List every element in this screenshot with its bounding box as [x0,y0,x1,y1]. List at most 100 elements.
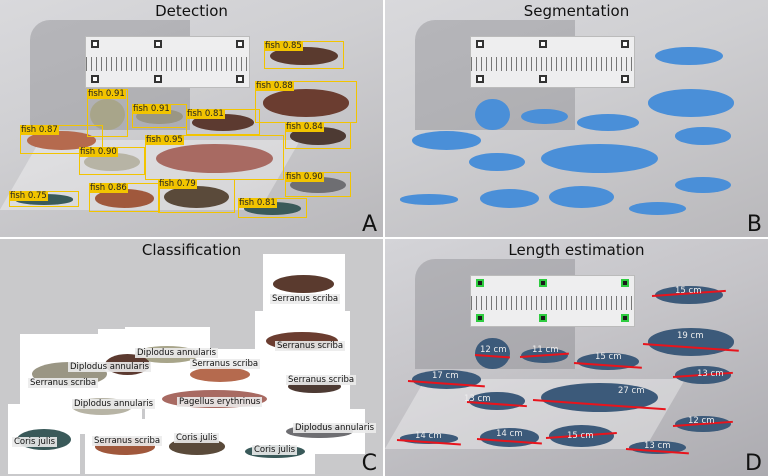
fish [270,46,338,65]
fiducial-marker [539,279,547,287]
panel-letter: C [361,451,377,476]
segmentation-mask [549,185,614,208]
length-label: 13 cm [464,394,491,404]
detection-box: fish 0.87 [20,125,103,154]
segmentation-mask [541,144,658,174]
reference-ruler [85,36,250,88]
fiducial-marker [476,40,484,48]
fiducial-marker [476,75,484,83]
detection-box: fish 0.81 [186,109,260,135]
fiducial-marker [154,75,162,83]
species-label: Serranus scriba [92,436,163,446]
fiducial-marker [476,279,484,287]
detection-box: fish 0.86 [89,183,160,212]
species-label: Diplodus annularis [68,362,152,372]
fiducial-marker [91,75,99,83]
fish [94,188,155,208]
species-label: Diplodus annularis [72,399,156,409]
segmentation-panel: Segmentation B [385,0,768,237]
segmentation-mask [648,89,734,117]
fiducial-marker [539,75,547,83]
fish [263,89,349,117]
segmentation-mask [469,152,525,171]
species-label: Coris julis [12,437,58,447]
length-label: 13 cm [697,369,724,379]
fish [272,275,335,293]
species-label: Serranus scriba [286,375,357,385]
detection-label: fish 0.81 [238,198,277,208]
length-label: 12 cm [688,416,715,426]
species-label: Diplodus annularis [135,348,219,358]
length-label: 14 cm [415,431,442,441]
species-label: Pagellus erythrinus [177,397,263,407]
segmentation-mask [475,98,510,130]
detection-box: fish 0.88 [255,81,357,123]
panel-letter: B [746,212,762,237]
detection-label: fish 0.90 [285,172,324,182]
detection-box: fish 0.79 [158,179,235,213]
detection-label: fish 0.91 [132,104,171,114]
segmentation-mask [576,114,640,132]
panel-title: Length estimation [508,241,645,259]
fiducial-marker [621,40,629,48]
species-label: Serranus scriba [275,341,346,351]
species-label: Serranus scriba [190,359,261,369]
fish [189,366,250,382]
species-label: Serranus scriba [270,294,341,304]
detection-label: fish 0.86 [89,183,128,193]
length-label: 15 cm [595,352,622,362]
fiducial-marker [154,40,162,48]
fish [90,98,125,130]
length-label: 27 cm [618,386,645,396]
fiducial-marker [621,75,629,83]
detection-box: fish 0.85 [264,41,344,69]
species-label: Diplodus annularis [293,423,377,433]
fiducial-marker [236,40,244,48]
detection-box: fish 0.90 [79,147,145,175]
detection-label: fish 0.85 [264,41,303,51]
detection-box: fish 0.90 [285,172,351,197]
species-label: Serranus scriba [28,378,99,388]
fish [156,144,273,174]
length-label: 11 cm [532,345,559,355]
length-label: 12 cm [480,345,507,355]
fiducial-marker [539,40,547,48]
length-label: 14 cm [496,429,523,439]
segmentation-mask [411,130,482,150]
panel-letter: A [361,212,377,237]
length-label: 19 cm [677,331,704,341]
fiducial-marker [476,314,484,322]
detection-box: fish 0.81 [238,198,307,218]
panel-title: Classification [141,241,242,259]
length-label: 15 cm [675,286,702,296]
reference-ruler [470,275,635,327]
fish [26,130,97,150]
fish [655,285,723,304]
panel-title: Detection [155,2,228,20]
segmentation-mask [479,188,540,208]
length-label: 15 cm [567,431,594,441]
detection-label: fish 0.91 [87,89,126,99]
segmentation-mask [675,127,731,145]
fiducial-marker [91,40,99,48]
fiducial-marker [236,75,244,83]
detection-box: fish 0.91 [132,104,187,128]
segmentation-mask [655,46,723,65]
fiducial-marker [621,314,629,322]
fiducial-marker [539,314,547,322]
segmentation-mask [521,108,568,125]
segmentation-mask [628,202,687,215]
panel-title: Segmentation [523,2,630,20]
detection-label: fish 0.79 [158,179,197,189]
reference-ruler [470,36,635,88]
detection-label: fish 0.84 [285,122,324,132]
detection-box: fish 0.91 [87,89,128,137]
detection-panel: Detection A fish 0.85 fish 0.88 fish 0.91 f… [0,0,383,237]
detection-box: fish 0.95 [145,135,284,180]
length-label: 13 cm [644,441,671,451]
fish [84,152,140,171]
segmentation-mask [675,177,731,194]
fish [475,337,510,369]
